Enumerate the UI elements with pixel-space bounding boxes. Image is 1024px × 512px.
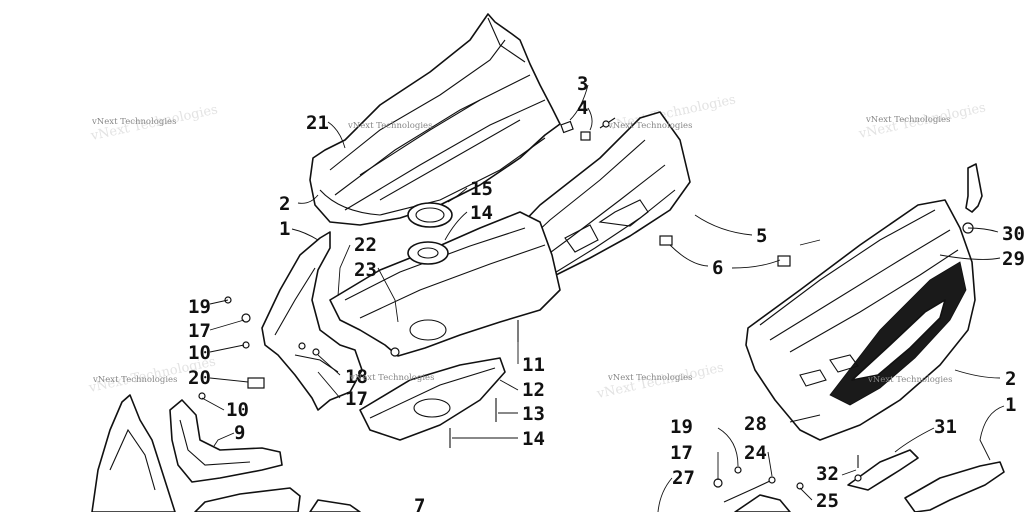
watermark: vNext Technologies bbox=[92, 375, 177, 385]
watermark: vNext Technologies bbox=[349, 373, 434, 383]
callout-24: 24 bbox=[744, 442, 767, 464]
part-9-bracket bbox=[169, 399, 283, 483]
part-12-bottom-plate bbox=[359, 357, 506, 441]
callout-18: 18 bbox=[345, 366, 368, 388]
part-left-panel bbox=[91, 394, 176, 512]
callout-32: 32 bbox=[816, 463, 839, 485]
callout-3: 3 bbox=[577, 73, 588, 95]
callout-9: 9 bbox=[234, 422, 245, 444]
callout-19b: 19 bbox=[670, 416, 693, 438]
callout-22: 22 bbox=[354, 234, 377, 256]
callout-30: 30 bbox=[1002, 223, 1024, 245]
watermark: vNext Technologies bbox=[91, 117, 176, 127]
callout-20: 20 bbox=[188, 367, 211, 389]
callout-labels: 21 2 1 15 14 3 4 5 6 30 29 2 1 22 23 19 … bbox=[188, 73, 1024, 512]
callout-4: 4 bbox=[577, 97, 588, 119]
watermark: vNext Technologies bbox=[347, 121, 432, 131]
callout-2: 2 bbox=[279, 193, 290, 215]
callout-12: 12 bbox=[522, 379, 545, 401]
part-30-strap bbox=[962, 163, 983, 234]
callout-15: 14 bbox=[470, 202, 493, 224]
part-29-panel bbox=[745, 199, 976, 441]
callout-1: 1 bbox=[279, 218, 290, 240]
callout-31: 31 bbox=[934, 416, 957, 438]
callout-17b: 17 bbox=[345, 388, 368, 410]
callout-14: 14 bbox=[522, 428, 545, 450]
callout-1b: 1 bbox=[1005, 394, 1016, 416]
callout-10b: 10 bbox=[226, 399, 249, 421]
callout-10: 10 bbox=[188, 342, 211, 364]
callout-19: 19 bbox=[188, 296, 211, 318]
part-31-bracket bbox=[847, 449, 1005, 512]
callout-6: 6 bbox=[712, 257, 723, 279]
part-1-side-panel bbox=[261, 231, 363, 411]
callout-7: 7 bbox=[414, 495, 425, 512]
callout-28: 28 bbox=[744, 413, 767, 435]
callout-5: 5 bbox=[756, 225, 767, 247]
watermarks: vNext Technologies vNext Technologies vN… bbox=[91, 115, 952, 385]
callout-27: 27 bbox=[672, 467, 695, 489]
callout-23: 23 bbox=[354, 259, 377, 281]
callout-17c: 17 bbox=[670, 442, 693, 464]
callout-11: 11 bbox=[522, 354, 545, 376]
part-23-base-pan bbox=[329, 211, 561, 357]
callout-17: 17 bbox=[188, 320, 211, 342]
callout-16: 15 bbox=[470, 178, 493, 200]
watermark: vNext Technologies bbox=[865, 115, 950, 125]
callout-29: 29 bbox=[1002, 248, 1024, 270]
watermark: vNext Technologies bbox=[607, 373, 692, 383]
watermark: vNext Technologies bbox=[867, 375, 952, 385]
callout-25: 25 bbox=[816, 490, 839, 512]
callout-2b: 2 bbox=[1005, 368, 1016, 390]
leader-lines bbox=[201, 84, 1005, 512]
part-21-panel bbox=[309, 13, 561, 226]
callout-13: 13 bbox=[522, 403, 545, 425]
part-24-rod bbox=[723, 476, 804, 512]
callout-21: 21 bbox=[306, 112, 329, 134]
part-15-16-grommet bbox=[407, 202, 453, 265]
watermark: vNext Technologies bbox=[607, 121, 692, 131]
part-7-bracket bbox=[194, 487, 361, 512]
